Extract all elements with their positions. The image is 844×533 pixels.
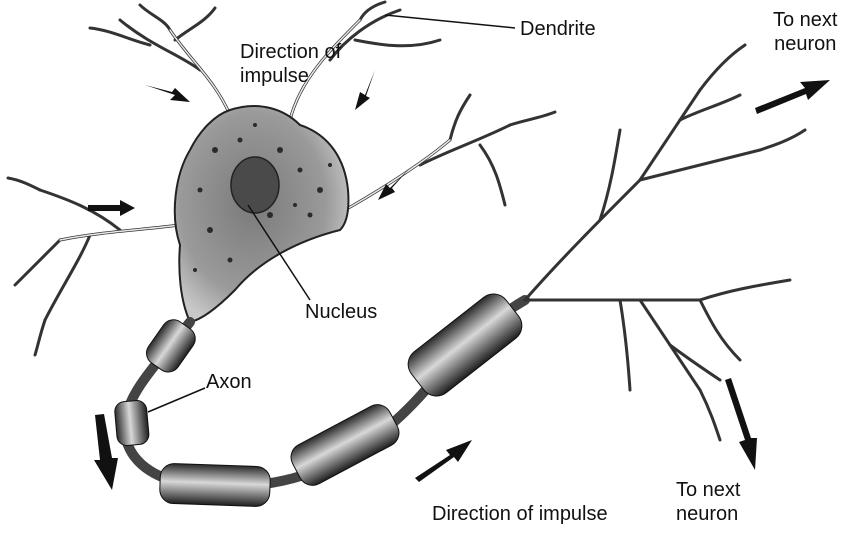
axon-label-text: Axon <box>206 370 252 394</box>
myelin-segment <box>402 288 529 403</box>
next-bottom-line2: neuron <box>676 502 740 526</box>
arrow-icon <box>378 168 410 200</box>
next-bottom-line1: To next <box>676 478 740 502</box>
arrow-icon <box>725 378 757 470</box>
nucleus-label-text: Nucleus <box>305 300 377 324</box>
axon-terminals <box>525 45 805 440</box>
direction-top-label: Direction of impulse <box>240 40 341 88</box>
arrow-icon <box>415 440 472 482</box>
dendrite-label-text: Dendrite <box>520 17 596 41</box>
direction-top-line2: impulse <box>240 64 341 88</box>
direction-bottom-label: Direction of impulse <box>432 502 608 526</box>
axon-label: Axon <box>206 370 252 394</box>
cell-body <box>175 106 349 322</box>
direction-top-line1: Direction of <box>240 40 341 64</box>
dendrite-leader <box>385 15 515 28</box>
next-top-line1: To next <box>773 8 837 32</box>
next-neuron-top-label: To next neuron <box>773 8 837 56</box>
direction-bottom-text: Direction of impulse <box>432 502 608 526</box>
arrow-icon <box>355 70 375 110</box>
arrow-icon <box>755 80 830 114</box>
axon-leader <box>148 388 205 412</box>
arrow-icon <box>94 414 118 490</box>
arrow-icon <box>145 85 190 102</box>
myelin-segment <box>114 400 150 447</box>
next-top-line2: neuron <box>773 32 837 56</box>
next-neuron-bottom-label: To next neuron <box>676 478 740 526</box>
nucleus <box>231 157 279 213</box>
dendrite-label: Dendrite <box>520 17 596 41</box>
myelin-segment <box>159 463 270 507</box>
nucleus-label: Nucleus <box>305 300 377 324</box>
myelin-segment <box>286 400 404 490</box>
